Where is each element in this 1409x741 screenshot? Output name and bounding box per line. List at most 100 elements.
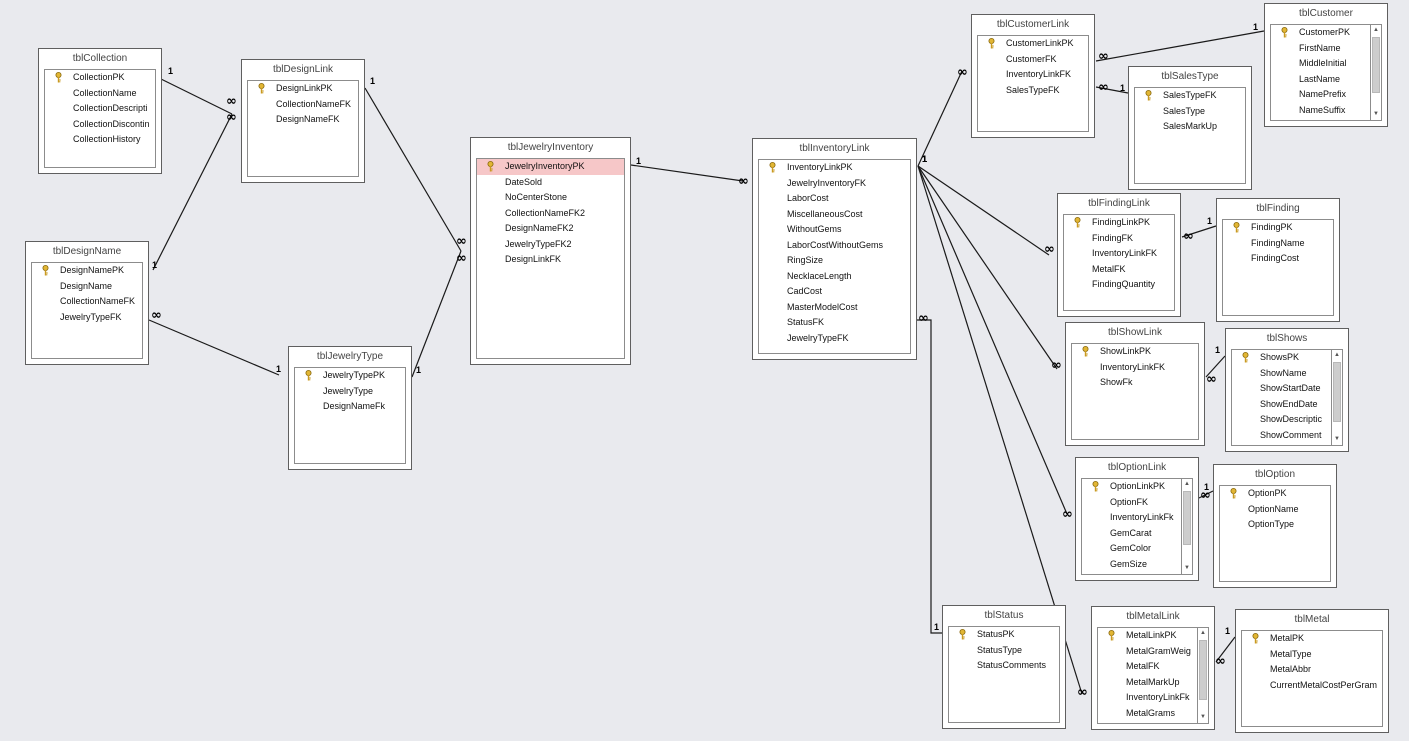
- table-title[interactable]: tblFindingLink: [1088, 198, 1150, 209]
- relationship-tblOption-tblOptionLink[interactable]: 1∞: [1198, 482, 1214, 503]
- table-title[interactable]: tblCustomerLink: [996, 19, 1070, 30]
- field-row[interactable]: FindingName: [1223, 236, 1333, 252]
- field-row[interactable]: JewelryTypeFK: [32, 310, 142, 326]
- field-row[interactable]: SalesMarkUp: [1135, 119, 1245, 135]
- field-row[interactable]: MiddleInitial: [1271, 56, 1370, 72]
- scroll-down-icon[interactable]: ▼: [1184, 565, 1190, 571]
- field-row[interactable]: CollectionDescripti: [45, 101, 155, 117]
- scroll-thumb[interactable]: [1372, 37, 1380, 94]
- relationship-tblJewelryType-tblJewelryInventory[interactable]: 1∞: [411, 250, 467, 378]
- table-title[interactable]: tblOptionLink: [1107, 462, 1167, 473]
- field-row[interactable]: InventoryLinkFK: [978, 67, 1088, 83]
- table-title[interactable]: tblJewelryType: [316, 351, 384, 362]
- scroll-up-icon[interactable]: ▲: [1200, 630, 1206, 636]
- table-title[interactable]: tblMetalLink: [1126, 611, 1180, 622]
- field-row[interactable]: MetalFK: [1098, 659, 1197, 675]
- relationship-line[interactable]: [1205, 355, 1226, 378]
- field-row[interactable]: CollectionDiscontin: [45, 117, 155, 133]
- scroll-down-icon[interactable]: ▼: [1373, 111, 1379, 117]
- field-list-scrollbar[interactable]: ▲▼: [1182, 478, 1193, 575]
- relationship-tblCustomer-tblCustomerLink[interactable]: 1∞: [1095, 22, 1265, 64]
- relationship-line[interactable]: [160, 78, 233, 115]
- field-row[interactable]: SalesTypeFK: [978, 83, 1088, 99]
- field-row[interactable]: JewelryTypePK: [295, 368, 405, 384]
- relationship-line[interactable]: [1198, 490, 1214, 499]
- field-row[interactable]: FirstName: [1271, 41, 1370, 57]
- field-row[interactable]: FindingCost: [1223, 251, 1333, 267]
- field-row[interactable]: DesignNamePK: [32, 263, 142, 279]
- field-row[interactable]: RingSize: [759, 253, 910, 269]
- field-row[interactable]: InventoryLinkFk: [1082, 510, 1181, 526]
- field-row[interactable]: DateSold: [477, 175, 624, 191]
- field-row[interactable]: StatusType: [949, 643, 1059, 659]
- field-row[interactable]: CollectionNameFK2: [477, 206, 624, 222]
- field-row[interactable]: StatusComments: [949, 658, 1059, 674]
- relationship-line[interactable]: [364, 87, 462, 252]
- field-row[interactable]: CadCost: [759, 284, 910, 300]
- relationship-tblInventoryLink-tblFindingLink[interactable]: 1∞: [917, 154, 1055, 257]
- table-title[interactable]: tblDesignName: [52, 246, 122, 257]
- field-row[interactable]: LastName: [1271, 72, 1370, 88]
- field-row[interactable]: InventoryLinkFK: [1064, 246, 1174, 262]
- relationship-tblMetal-tblMetalLink[interactable]: 1∞: [1215, 626, 1236, 669]
- field-row[interactable]: FindingQuantity: [1064, 277, 1174, 293]
- field-row[interactable]: MiscellaneousCost: [759, 207, 910, 223]
- field-row[interactable]: InventoryLinkFK: [1072, 360, 1198, 376]
- field-row[interactable]: DesignNameFK2: [477, 221, 624, 237]
- field-row[interactable]: ShowStartDate: [1232, 381, 1331, 397]
- field-row[interactable]: OptionFK: [1082, 495, 1181, 511]
- field-row[interactable]: DesignNameFK: [248, 112, 358, 128]
- field-row[interactable]: MetalFK: [1064, 262, 1174, 278]
- field-row[interactable]: MetalPK: [1242, 631, 1382, 647]
- relationship-line[interactable]: [917, 165, 1058, 370]
- relationship-line[interactable]: [1095, 86, 1129, 94]
- field-row[interactable]: ShowLinkPK: [1072, 344, 1198, 360]
- table-title[interactable]: tblOption: [1254, 469, 1296, 480]
- field-row[interactable]: CollectionPK: [45, 70, 155, 86]
- field-row[interactable]: CollectionName: [45, 86, 155, 102]
- field-row[interactable]: JewelryTypeFK2: [477, 237, 624, 253]
- field-list-scrollbar[interactable]: ▲▼: [1332, 349, 1343, 446]
- field-row[interactable]: MetalMarkUp: [1098, 675, 1197, 691]
- relationship-line[interactable]: [1095, 30, 1265, 62]
- relationship-tblInventoryLink-tblOptionLink[interactable]: 1∞: [917, 154, 1073, 522]
- relationship-line[interactable]: [148, 319, 280, 376]
- relationship-line[interactable]: [917, 165, 1068, 515]
- field-row[interactable]: MetalType: [1242, 647, 1382, 663]
- relationship-line[interactable]: [630, 164, 744, 182]
- relationship-line[interactable]: [917, 165, 1050, 256]
- table-title[interactable]: tblJewelryInventory: [507, 142, 594, 153]
- relationship-line[interactable]: [411, 250, 462, 378]
- scroll-thumb[interactable]: [1199, 640, 1207, 700]
- field-row[interactable]: GemSize: [1082, 557, 1181, 573]
- relationship-tblSalesType-tblCustomerLink[interactable]: 1∞: [1095, 80, 1129, 95]
- field-row[interactable]: MetalGrams: [1098, 706, 1197, 722]
- field-row[interactable]: DesignNameFk: [295, 399, 405, 415]
- table-title[interactable]: tblMetal: [1294, 614, 1330, 625]
- field-row[interactable]: GemColor: [1082, 541, 1181, 557]
- relationship-tblDesignName-tblDesignLink[interactable]: 1∞: [152, 110, 237, 271]
- table-title[interactable]: tblCustomer: [1299, 8, 1353, 19]
- scroll-down-icon[interactable]: ▼: [1334, 436, 1340, 442]
- field-row[interactable]: ShowFk: [1072, 375, 1198, 391]
- relationship-line[interactable]: [1181, 225, 1217, 238]
- field-row[interactable]: ShowComment: [1232, 428, 1331, 444]
- field-row[interactable]: FindingLinkPK: [1064, 215, 1174, 231]
